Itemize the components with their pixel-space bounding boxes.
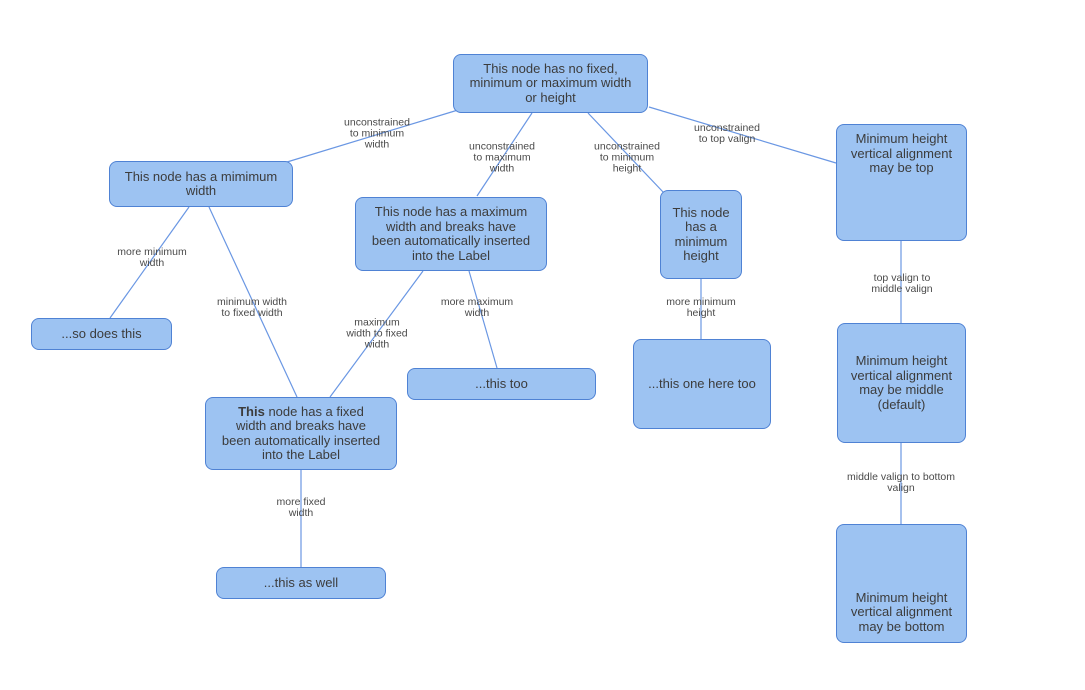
node-label: ...this too <box>475 375 528 391</box>
node-this-one-here-too[interactable]: ...this one here too <box>633 339 771 429</box>
node-label: This node has a maximum width and breaks… <box>371 204 531 263</box>
node-so-does-this[interactable]: ...so does this <box>31 318 172 350</box>
edge-more-minimum-width[interactable] <box>109 206 190 319</box>
node-valign-top[interactable]: Minimum height vertical alignment may be… <box>836 124 967 241</box>
edge-label-top-valign-to-middle-valign: top valign to middle valign <box>871 272 933 295</box>
node-valign-middle[interactable]: Minimum height vertical alignment may be… <box>837 323 966 443</box>
edge-label-more-maximum-width: more maximum width <box>440 296 514 319</box>
edge-label-minimum-width-to-fixed-width: minimum width to fixed width <box>216 296 288 319</box>
edge-unconstrained-to-minimum-width[interactable] <box>286 109 459 163</box>
edge-more-maximum-width[interactable] <box>468 270 498 369</box>
edge-label-middle-valign-to-bottom-valign: middle valign to bottom valign <box>847 471 955 494</box>
node-label: This node has no fixed, minimum or maxim… <box>469 60 632 105</box>
node-no-constraints[interactable]: This node has no fixed, minimum or maxim… <box>453 54 648 113</box>
node-minimum-height[interactable]: This node has a minimum height <box>660 190 742 279</box>
edge-unconstrained-to-minimum-height[interactable] <box>587 112 665 194</box>
edge-maximum-width-to-fixed-width[interactable] <box>329 270 424 398</box>
edge-label-unconstrained-to-maximum-width: unconstrained to maximum width <box>469 140 535 175</box>
node-this-as-well[interactable]: ...this as well <box>216 567 386 599</box>
edge-label-unconstrained-to-minimum-height: unconstrained to minimum height <box>594 140 660 175</box>
edge-label-more-minimum-height: more minimum height <box>666 296 736 319</box>
edge-label-maximum-width-to-fixed-width: maximum width to fixed width <box>346 316 408 351</box>
node-label: ...this one here too <box>648 375 756 391</box>
node-label: Minimum height vertical alignment may be… <box>850 131 953 175</box>
node-label: ...so does this <box>61 325 142 341</box>
node-fixed-width[interactable]: This node has a fixed width and breaks h… <box>205 397 397 470</box>
node-label: Minimum height vertical alignment may be… <box>850 589 953 634</box>
node-label: Minimum height vertical alignment may be… <box>850 353 953 412</box>
node-label: This node has a mimimum width <box>124 168 278 198</box>
node-valign-bottom[interactable]: Minimum height vertical alignment may be… <box>836 524 967 643</box>
node-label: ...this as well <box>263 574 339 590</box>
edge-label-unconstrained-to-top-valign: unconstrained to top valign <box>694 122 760 145</box>
node-maximum-width[interactable]: This node has a maximum width and breaks… <box>355 197 547 271</box>
node-this-too[interactable]: ...this too <box>407 368 596 400</box>
node-minimum-width[interactable]: This node has a mimimum width <box>109 161 293 207</box>
edge-unconstrained-to-top-valign[interactable] <box>648 106 837 164</box>
node-label: This node has a fixed width and breaks h… <box>221 403 381 462</box>
edge-minimum-width-to-fixed-width[interactable] <box>208 206 298 398</box>
edge-label-unconstrained-to-minimum-width: unconstrained to minimum width <box>344 116 410 151</box>
edge-label-more-fixed-width: more fixed width <box>276 496 326 519</box>
edge-unconstrained-to-maximum-width[interactable] <box>476 112 533 197</box>
node-label: This node has a minimum height <box>672 204 730 263</box>
edge-label-more-minimum-width: more minimum width <box>117 246 187 269</box>
